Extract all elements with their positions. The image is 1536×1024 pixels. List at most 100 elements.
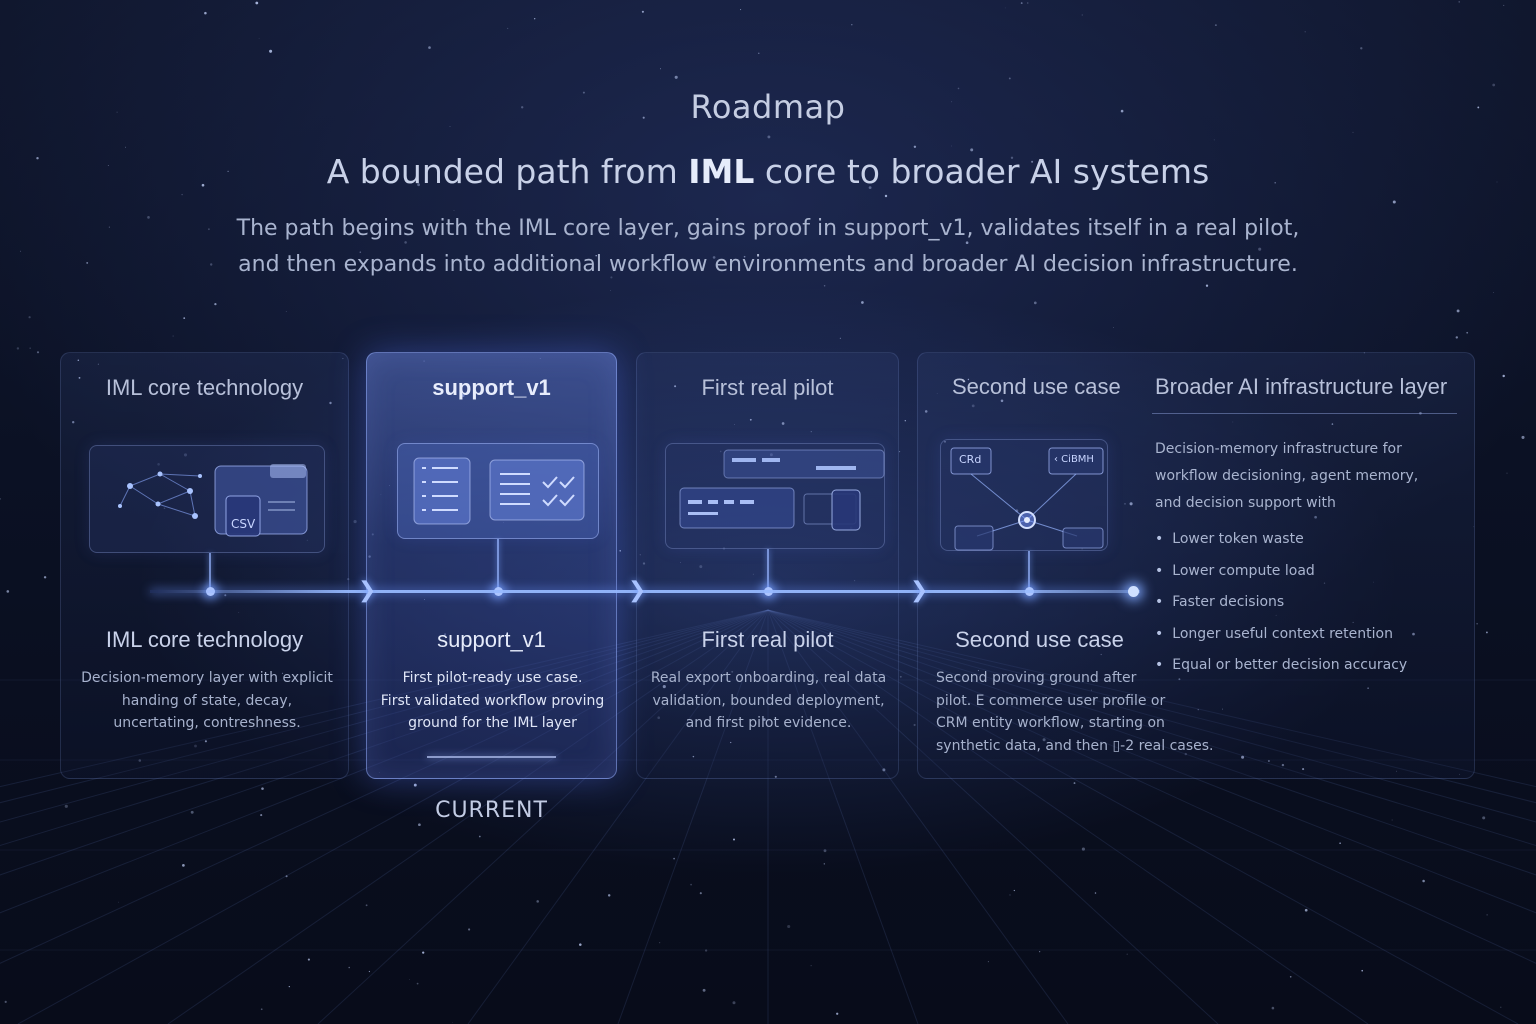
star (1339, 842, 1341, 844)
star (987, 961, 989, 963)
star (899, 451, 901, 453)
star (260, 814, 263, 817)
star (1258, 247, 1262, 251)
star (785, 267, 789, 271)
star (704, 234, 706, 237)
star (913, 145, 917, 148)
star (521, 106, 524, 109)
grid-line (767, 609, 1536, 788)
grid-line (467, 609, 769, 1024)
star (190, 810, 194, 814)
star (368, 970, 371, 973)
star (1459, 773, 1460, 775)
star (692, 755, 695, 758)
star (125, 146, 126, 148)
stage-card-iml-core[interactable]: IML core technology CSV IML core technol… (60, 352, 349, 779)
grid-line (767, 609, 1369, 1024)
grid-line (767, 609, 1536, 823)
star (1031, 160, 1034, 163)
star (579, 943, 582, 946)
star (731, 670, 734, 673)
current-underline (427, 756, 556, 758)
star (884, 194, 888, 198)
star (138, 759, 142, 762)
star (478, 835, 481, 838)
star (172, 335, 174, 337)
star (970, 148, 974, 152)
star (28, 316, 31, 319)
star (1496, 181, 1498, 183)
star (194, 744, 197, 748)
star (1289, 975, 1292, 978)
star (924, 410, 928, 413)
star (147, 216, 150, 219)
page-headline: A bounded path from IML core to broader … (0, 152, 1536, 191)
star (662, 685, 666, 689)
star (861, 301, 864, 304)
star (1267, 760, 1270, 762)
star (1506, 472, 1508, 474)
stage-card-support-v1[interactable]: support_v1 support_v1 First pilot-ready … (366, 352, 617, 779)
star (610, 290, 611, 291)
star (1214, 24, 1217, 27)
grid-line (617, 609, 769, 1024)
star (810, 965, 812, 967)
star (260, 1008, 263, 1011)
star (607, 894, 611, 897)
star (1090, 689, 1092, 691)
description-line: and first pilot evidence. (685, 715, 852, 731)
star (722, 547, 726, 550)
eyebrow-title: Roadmap (690, 88, 846, 126)
star (507, 27, 509, 29)
star (183, 453, 188, 457)
star (733, 424, 735, 425)
current-stage-label: CURRENT (435, 798, 548, 823)
stage-card-first-pilot[interactable]: First real pilot First real pilot Real e… (636, 352, 899, 779)
star (621, 227, 623, 230)
description-line: validation, bounded deployment, (652, 692, 885, 709)
grid-line (767, 609, 1536, 876)
star (1125, 163, 1127, 165)
stage-description: First pilot-ready use case. First valida… (377, 667, 608, 735)
star (1485, 631, 1488, 634)
star (823, 863, 825, 865)
star (1120, 109, 1124, 113)
star (774, 775, 777, 778)
star (1352, 131, 1354, 133)
description-line: uncertating, contreshness. (113, 715, 301, 731)
star (534, 18, 536, 20)
star (763, 718, 766, 721)
star (1013, 889, 1015, 892)
crm-label: CRd (959, 453, 982, 466)
stage-subtitle: support_v1 (437, 627, 546, 652)
star (353, 520, 357, 524)
star (1476, 623, 1478, 625)
star (207, 391, 211, 394)
star (1009, 894, 1011, 896)
benefit-item: Equal or better decision accuracy (1155, 657, 1407, 689)
star (1503, 4, 1505, 6)
grid-line (17, 609, 769, 1024)
star (1304, 31, 1306, 33)
star (536, 900, 539, 903)
star (78, 376, 81, 379)
star (204, 11, 207, 15)
headline-prefix: A bounded path from (326, 152, 689, 191)
star (1274, 181, 1276, 184)
star (118, 901, 119, 903)
star (977, 670, 979, 672)
star (1363, 352, 1366, 354)
stage-subtitle: IML core technology (105, 627, 304, 652)
star (404, 241, 407, 244)
star (1302, 768, 1305, 771)
star (641, 10, 644, 13)
star (227, 170, 229, 173)
star (108, 226, 110, 228)
headline-bold: IML (688, 152, 755, 191)
star (97, 363, 99, 365)
description-line: Second proving ground after (936, 670, 1137, 686)
timeline-end-node (1128, 586, 1139, 597)
stage-description: Real export onboarding, real data valida… (647, 667, 890, 735)
star (182, 864, 185, 867)
star (1391, 819, 1393, 821)
